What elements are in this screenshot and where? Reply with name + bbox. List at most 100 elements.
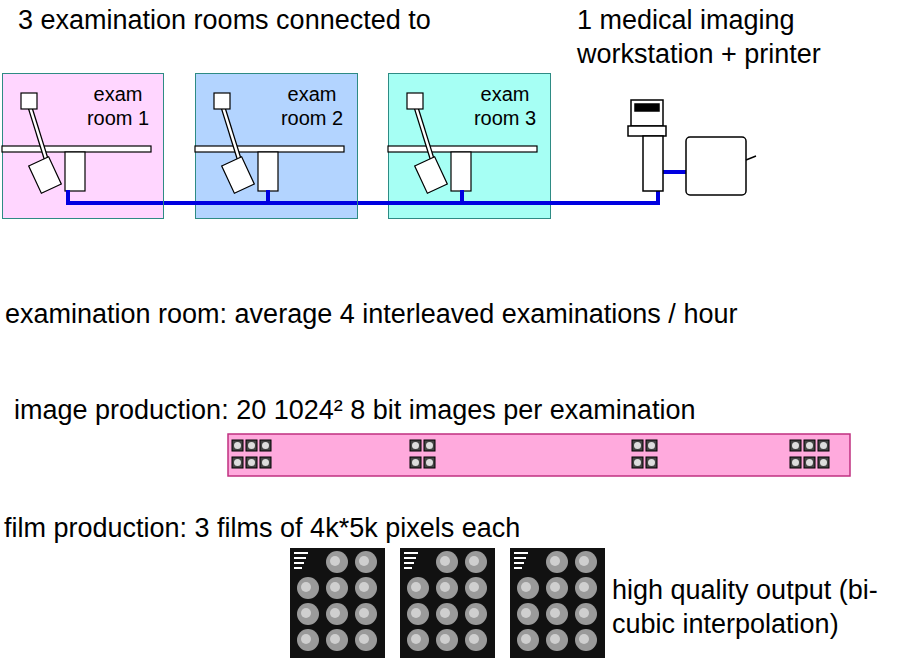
image-icon xyxy=(646,440,657,451)
printer-tray xyxy=(746,156,756,160)
image-icon xyxy=(804,440,815,451)
image-icon-disc xyxy=(792,442,799,449)
film-image-detail xyxy=(411,582,421,592)
image-icon xyxy=(424,457,435,468)
film-image xyxy=(436,603,458,625)
film-image xyxy=(546,551,568,573)
film-image xyxy=(355,577,377,599)
xray-tube xyxy=(21,93,37,109)
film-image-detail xyxy=(359,556,369,566)
film-image xyxy=(546,603,568,625)
film-text-line xyxy=(404,567,412,569)
film-image xyxy=(436,551,458,573)
table-pedestal xyxy=(258,152,278,191)
film-image-detail xyxy=(469,608,479,618)
image-icon-disc xyxy=(234,442,241,449)
film-image xyxy=(326,577,348,599)
bus-segment xyxy=(388,190,550,203)
image-icon xyxy=(232,440,243,451)
film-text-line xyxy=(404,557,416,559)
film-image xyxy=(546,577,568,599)
film-image-detail xyxy=(550,582,560,592)
films xyxy=(290,548,605,658)
film-image xyxy=(297,629,319,651)
film-image-detail xyxy=(301,608,311,618)
film-image xyxy=(575,629,597,651)
image-icon-disc xyxy=(634,442,641,449)
tube-arm-inner xyxy=(222,104,241,165)
image-icon xyxy=(790,457,801,468)
film-image-detail xyxy=(550,556,560,566)
image-icon-disc xyxy=(262,459,269,466)
patient-table xyxy=(388,146,537,152)
xray-tube xyxy=(407,93,423,109)
film-image-detail xyxy=(330,582,340,592)
film-image-detail xyxy=(411,634,421,644)
room-label: exam room 3 xyxy=(464,82,546,130)
image-icon-disc xyxy=(648,442,655,449)
note-text: image production: 20 1024² 8 bit images … xyxy=(14,394,695,428)
film-text-line xyxy=(294,567,302,569)
room-equipment xyxy=(2,93,537,193)
image-icon xyxy=(410,440,421,451)
film-image xyxy=(326,603,348,625)
image-icon xyxy=(246,440,257,451)
film-image xyxy=(355,551,377,573)
note-text: 3 examination rooms connected to xyxy=(18,4,431,38)
film-text-line xyxy=(404,562,414,564)
film-image-detail xyxy=(579,608,589,618)
film-image-detail xyxy=(301,634,311,644)
tube-arm-inner xyxy=(29,104,48,165)
film-image xyxy=(465,551,487,573)
note-text: high quality output (bi-cubic interpolat… xyxy=(612,574,902,642)
table-pedestal xyxy=(65,152,85,191)
image-icon xyxy=(790,440,801,451)
image-icon xyxy=(646,457,657,468)
image-icon-disc xyxy=(634,459,641,466)
monitor xyxy=(631,100,663,126)
film-image-detail xyxy=(521,634,531,644)
xray-unit xyxy=(388,93,537,193)
film-text-line xyxy=(514,562,524,564)
image-icon-disc xyxy=(262,442,269,449)
film-image xyxy=(575,577,597,599)
image-icon-disc xyxy=(820,459,827,466)
image-icon xyxy=(260,440,271,451)
xray-unit xyxy=(2,93,151,193)
film-image-detail xyxy=(469,582,479,592)
film-image xyxy=(436,577,458,599)
film-image xyxy=(465,629,487,651)
image-icon xyxy=(246,457,257,468)
film-text-line xyxy=(294,557,306,559)
workstation xyxy=(628,100,666,191)
note-text: examination room: average 4 interleaved … xyxy=(5,298,737,332)
note-text: 1 medical imaging workstation + printer xyxy=(577,4,877,72)
film-text-line xyxy=(514,567,522,569)
image-icon xyxy=(632,457,643,468)
image-icon xyxy=(260,457,271,468)
film-image xyxy=(407,603,429,625)
detector xyxy=(29,157,62,193)
film-image-detail xyxy=(469,634,479,644)
table-pedestal xyxy=(451,152,471,191)
printer-body xyxy=(686,137,746,195)
film-sheet xyxy=(290,548,385,658)
film-sheet xyxy=(510,548,605,658)
film-image-detail xyxy=(359,608,369,618)
printer-cable xyxy=(660,170,686,174)
image-icon xyxy=(424,440,435,451)
film-image-detail xyxy=(440,582,450,592)
image-icons xyxy=(232,440,829,468)
note-text: film production: 3 films of 4k*5k pixels… xyxy=(4,512,520,546)
image-icon-disc xyxy=(412,459,419,466)
film-image xyxy=(355,629,377,651)
room-label: exam room 2 xyxy=(271,82,353,130)
film-image-detail xyxy=(579,582,589,592)
film-image-detail xyxy=(440,556,450,566)
network-bus xyxy=(66,172,686,203)
image-icon-disc xyxy=(426,459,433,466)
film-image-detail xyxy=(521,608,531,618)
film-image-detail xyxy=(411,608,421,618)
exam-room-box: exam room 1 xyxy=(2,73,164,219)
